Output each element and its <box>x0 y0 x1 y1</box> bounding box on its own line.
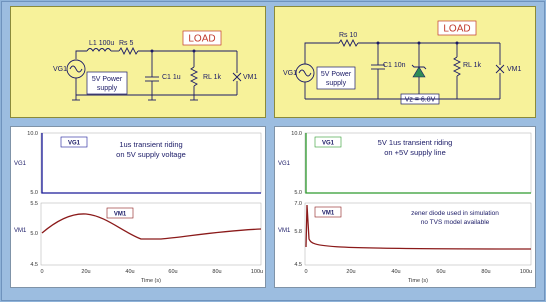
left-plot-panel: 10.0 5.0 VG1 VG1 1us transient riding on… <box>10 126 266 288</box>
left-schematic-diagram: LOAD L1 100u Rs 5 VG1 5V Power supply C1… <box>53 30 258 101</box>
l1-label: L1 100u <box>89 40 114 47</box>
x-tick: 100u <box>251 269 263 275</box>
x-tick: 0 <box>40 269 43 275</box>
resistor-rs <box>118 46 139 56</box>
x-tick: 80u <box>481 269 490 275</box>
vg-tag-box <box>314 136 342 148</box>
vg-tag: VG1 <box>68 141 81 147</box>
supply-label-box <box>316 66 356 90</box>
supply-label-line2: supply <box>326 80 347 87</box>
x-tick: 80u <box>212 269 221 275</box>
x-tick: 20u <box>81 269 90 275</box>
left-plot: 10.0 5.0 VG1 VG1 1us transient riding on… <box>14 131 263 284</box>
vg-ytick-top: 10.0 <box>291 131 302 137</box>
vm-ytick-bottom: 4.5 <box>30 262 38 268</box>
vg-axis-label: VG1 <box>14 161 27 167</box>
vm-ytick-top: 7.0 <box>294 201 302 207</box>
rs-label: Rs 5 <box>119 40 134 47</box>
vm-tag-box <box>106 207 134 219</box>
vg-tag-box <box>60 136 88 148</box>
supply-label-box <box>86 71 128 95</box>
resistor-rl-icon <box>452 56 462 77</box>
vm-ytick-bottom: 4.5 <box>294 262 302 268</box>
c1-label: C1 10n <box>383 62 406 69</box>
supply-label-line2: supply <box>97 85 118 92</box>
resistor-rl-icon <box>189 66 199 87</box>
vm-axis-label: VM1 <box>278 228 291 234</box>
vg-ytick-bottom: 5.0 <box>30 190 38 196</box>
voltmeter-icon <box>495 64 505 74</box>
vz-label: Vz = 6.8V <box>405 97 436 104</box>
load-label: LOAD <box>188 34 215 45</box>
vg-label: VG1 <box>53 66 67 73</box>
rl-label: RL 1k <box>463 62 482 69</box>
right-plot: 10.0 5.0 VG1 VG1 5V 1us transient riding… <box>278 131 532 284</box>
voltmeter-icon <box>232 72 242 82</box>
vg-trace <box>305 133 531 194</box>
load-label-box <box>182 30 222 46</box>
vm-ytick-mid: 5.0 <box>30 231 38 237</box>
note-line1: zener diode used in simulation <box>411 210 499 217</box>
vm-trace <box>41 213 262 240</box>
vm-tag: VM1 <box>114 212 127 218</box>
vg-axis-label: VG1 <box>278 161 291 167</box>
rl-label: RL 1k <box>203 74 222 81</box>
x-tick: 0 <box>304 269 307 275</box>
left-annotation-line1: 1us transient riding <box>119 140 182 149</box>
c1-label: C1 1u <box>162 74 181 81</box>
x-tick: 60u <box>168 269 177 275</box>
supply-label-line1: 5V Power <box>92 76 123 83</box>
note-line2: no TVS model available <box>421 219 490 226</box>
resistor-rs <box>338 38 359 48</box>
vg-ytick-bottom: 5.0 <box>294 190 302 196</box>
x-tick: 40u <box>391 269 400 275</box>
x-tick: 40u <box>125 269 134 275</box>
x-tick: 20u <box>346 269 355 275</box>
right-schematic-diagram: LOAD Rs 10 VG1 5V Power supply C1 10n Vz… <box>283 20 522 105</box>
vg-ytick-top: 10.0 <box>27 131 38 137</box>
right-plot-panel: 10.0 5.0 VG1 VG1 5V 1us transient riding… <box>274 126 536 288</box>
vm-axis-label: VM1 <box>14 228 27 234</box>
inductor-l1 <box>86 48 112 52</box>
right-annotation-line1: 5V 1us transient riding <box>378 138 453 147</box>
load-label: LOAD <box>443 24 470 35</box>
zener-diode-icon <box>412 66 426 78</box>
right-annotation-line2: on +5V supply line <box>384 148 446 157</box>
x-axis-label: Time (s) <box>408 278 428 284</box>
right-schematic-panel: LOAD Rs 10 VG1 5V Power supply C1 10n Vz… <box>274 6 536 118</box>
wire <box>304 42 339 64</box>
x-tick: 60u <box>436 269 445 275</box>
vm-tag-box <box>314 206 342 218</box>
vm-trace <box>305 204 532 250</box>
wire <box>75 50 87 59</box>
vm-label: VM1 <box>243 74 258 81</box>
vg-tag: VG1 <box>322 141 335 147</box>
vm-tag: VM1 <box>322 211 335 217</box>
rs-label: Rs 10 <box>339 32 357 39</box>
vg-trace <box>41 133 261 194</box>
supply-label-line1: 5V Power <box>321 71 352 78</box>
vm-ytick-top: 5.5 <box>30 201 38 207</box>
vm-label: VM1 <box>507 66 522 73</box>
vg-label: VG1 <box>283 70 297 77</box>
x-tick: 100u <box>520 269 532 275</box>
left-annotation-line2: on 5V supply voltage <box>116 150 186 159</box>
x-axis-label: Time (s) <box>141 278 161 284</box>
vm-ytick-mid: 5.8 <box>294 229 302 235</box>
left-schematic-panel: LOAD L1 100u Rs 5 VG1 5V Power supply C1… <box>10 6 266 118</box>
load-label-box <box>437 20 477 36</box>
